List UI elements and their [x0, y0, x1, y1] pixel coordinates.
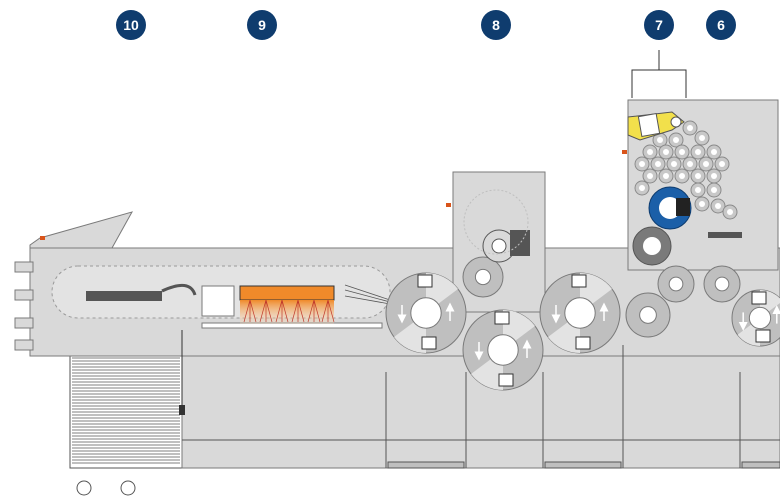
callout-label: 8	[492, 17, 500, 33]
transfer-cylinder-small-1	[625, 292, 671, 338]
callout-9: 9	[247, 10, 277, 40]
ink-roller-icon	[690, 168, 706, 184]
impression-cylinder-3	[731, 289, 780, 347]
ink-roller-icon	[694, 196, 710, 212]
ink-roller-icon	[690, 182, 706, 198]
ink-roller-icon	[694, 130, 710, 146]
ink-roller-icon	[650, 156, 666, 172]
ink-roller-icon	[706, 144, 722, 160]
transfer-cylinder-small-2	[657, 265, 695, 303]
callout-label: 10	[123, 17, 139, 33]
ink-roller-icon	[706, 182, 722, 198]
ink-roller-icon	[710, 198, 726, 214]
gripper-icon	[417, 274, 433, 288]
callout-badges: 10 9 8 7 6	[116, 10, 736, 40]
ink-roller-icon	[642, 168, 658, 184]
gripper-icon	[494, 311, 510, 325]
ink-roller-stack	[634, 120, 738, 220]
ink-roller-icon	[714, 156, 730, 172]
ink-roller-icon	[698, 156, 714, 172]
callout-6: 6	[706, 10, 736, 40]
dryer-unit	[239, 285, 335, 324]
ink-roller-icon	[658, 168, 674, 184]
callout-label: 9	[258, 17, 266, 33]
heat-ray	[321, 299, 335, 323]
heat-ray	[307, 299, 321, 323]
callout-10: 10	[116, 10, 146, 40]
ink-roller-icon	[642, 144, 658, 160]
callout-label: 6	[717, 17, 725, 33]
callout-label: 7	[655, 17, 663, 33]
heat-ray	[275, 299, 289, 323]
unit-7-blanket	[632, 186, 742, 266]
impression-cylinder-2	[539, 272, 621, 354]
ink-roller-icon	[722, 204, 738, 220]
gripper-icon	[571, 274, 587, 288]
ink-roller-icon	[674, 144, 690, 160]
gripper-icon	[751, 291, 767, 305]
ink-roller-icon	[682, 156, 698, 172]
ink-roller-icon	[690, 144, 706, 160]
ink-roller-icon	[668, 132, 684, 148]
ink-fountain	[627, 111, 685, 141]
transfer-cylinder-1	[462, 309, 544, 391]
gripper-icon	[421, 336, 437, 350]
gripper-icon	[755, 329, 771, 343]
callout-7: 7	[644, 10, 674, 40]
unit-8-inking	[463, 189, 530, 263]
ink-roller-icon	[682, 120, 698, 136]
ink-roller-icon	[634, 156, 650, 172]
ink-roller-icon	[666, 156, 682, 172]
heat-ray	[243, 299, 257, 323]
callout-bracket-7	[631, 50, 687, 98]
pile-stand	[76, 330, 185, 496]
gripper-icon	[498, 373, 514, 387]
cylinders	[385, 256, 780, 391]
ink-roller-icon	[706, 168, 722, 184]
callout-8: 8	[481, 10, 511, 40]
ink-roller-icon	[658, 144, 674, 160]
ink-roller-icon	[652, 132, 668, 148]
heat-ray	[291, 299, 305, 323]
blanket-cylinder-8	[462, 256, 504, 298]
transfer-cylinder-small-3	[703, 265, 741, 303]
ink-roller-icon	[674, 168, 690, 184]
ink-roller-icon	[634, 180, 650, 196]
gripper-icon	[575, 336, 591, 350]
impression-cylinder-1	[385, 272, 467, 354]
heat-ray	[259, 299, 273, 323]
dryer-heat-rays	[243, 299, 335, 323]
